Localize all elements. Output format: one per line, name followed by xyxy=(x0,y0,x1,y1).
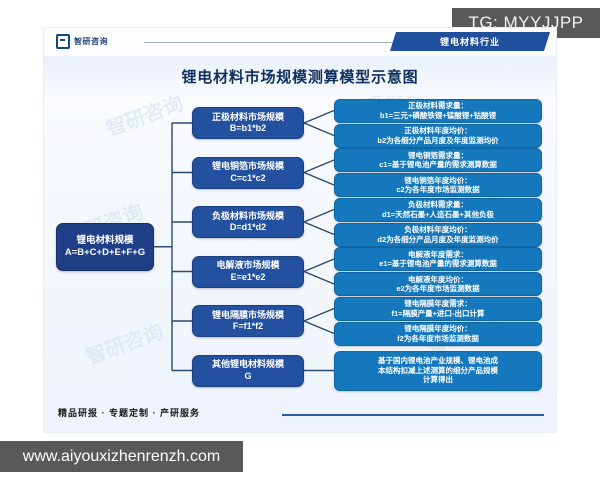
branch-node-3-line-2: D=d1*d2 xyxy=(229,222,267,232)
leaf-node-4-1-line-2: e1=基于锂电池产量的需求测算数据 xyxy=(379,259,497,268)
leaf-node-4-2-line-1: 电解液年度均价： xyxy=(408,274,468,284)
leaf-node-4-1-line-1: 电解液年度需求： xyxy=(408,249,468,259)
leaf-node-2-1-line-2: c1=基于锂电池产量的需求测算数据 xyxy=(379,160,497,169)
card-footer: 精品研报 · 专题定制 · 产研服务 xyxy=(44,396,556,432)
root-node-line-2: A=B+C+D+E+F+G xyxy=(64,246,146,258)
leaf-node-3-2-line-2: d2为各细分产品月度及年度监测均价 xyxy=(377,234,499,244)
leaf-node-2-2-line-2: c2为各年度市场监测数据 xyxy=(396,185,480,194)
leaf-node-4-2: 电解液年度均价：e2为各年度市场监测数据 xyxy=(334,272,542,296)
branch-node-4-line-1: 电解液市场规模 xyxy=(216,260,280,271)
leaf-node-5-2-line-2: f2为各年度市场监测数据 xyxy=(397,333,479,343)
leaf-node-6-1: 基于国内锂电池产业规模、锂电池成本结构扣减上述测算的细分产品规模计算得出 xyxy=(334,350,542,391)
leaf-node-1-2-line-2: b2为各细分产品月度及年度监测均价 xyxy=(377,135,499,145)
leaf-node-2-2-line-1: 锂电铜箔年度均价： xyxy=(404,175,472,185)
brand-logo[interactable]: 智研咨询 xyxy=(56,34,108,49)
leaf-node-2-2: 锂电铜箔年度均价：c2为各年度市场监测数据 xyxy=(334,173,542,197)
branch-node-6-line-1: 其他锂电材料规模 xyxy=(211,359,284,370)
leaf-node-4-2-line-2: e2为各年度市场监测数据 xyxy=(396,284,480,293)
leaf-node-6-1-line-1: 基于国内锂电池产业规模、锂电池成 xyxy=(378,356,498,366)
leaf-node-5-2: 锂电隔膜年度均价：f2为各年度市场监测数据 xyxy=(334,321,542,346)
card-header: 智研咨询 锂电材料行业 xyxy=(44,28,556,56)
leaf-node-1-1-line-2: b1=三元+磷酸铁锂+锰酸锂+钴酸锂 xyxy=(379,110,497,120)
leaf-node-2-1: 锂电铜箔需求量：c1=基于锂电池产量的需求测算数据 xyxy=(334,148,542,172)
connector-lines xyxy=(154,109,335,372)
branch-node-1-line-2: B=b1*b2 xyxy=(229,123,267,133)
leaf-node-1-1: 正极材料需求量：b1=三元+磷酸铁锂+锰酸锂+钴酸锂 xyxy=(334,98,542,123)
leaf-node-1-2: 正极材料年度均价：b2为各细分产品月度及年度监测均价 xyxy=(334,123,542,148)
root-node-line-1: 锂电材料规模 xyxy=(76,234,134,246)
leaf-node-3-1: 负极材料需求量：d1=天然石墨+人造石墨+其他负极 xyxy=(334,197,542,222)
branch-node-2-line-1: 锂电铜箔市场规模 xyxy=(211,161,284,172)
logo-mark-icon xyxy=(56,34,70,49)
industry-banner: 锂电材料行业 xyxy=(390,32,550,51)
chart-title: 锂电材料市场规模测算模型示意图 xyxy=(181,68,419,86)
leaf-node-5-1-line-2: f1=隔膜产量+进口-出口计算 xyxy=(391,308,485,318)
branch-node-1-line-1: 正极材料市场规模 xyxy=(211,111,284,122)
leaf-node-6-1-line-2: 本结构扣减上述测算的细分产品规模 xyxy=(378,365,498,375)
branch-node-4-line-2: E=e1*e2 xyxy=(230,271,266,282)
leaf-node-3-2-line-1: 负极材料年度均价： xyxy=(404,225,472,235)
logo-text: 智研咨询 xyxy=(74,37,108,46)
infographic-card: 智研咨询 智研咨询 智研咨询 智研咨询 智研咨询 智研咨询 智研咨询 锂电材料行… xyxy=(44,28,556,432)
leaf-node-1-1-line-1: 正极材料需求量： xyxy=(408,101,468,111)
footer-divider xyxy=(282,414,544,416)
branch-node-3-line-1: 负极材料市场规模 xyxy=(211,210,284,221)
leaf-node-3-2: 负极材料年度均价：d2为各细分产品月度及年度监测均价 xyxy=(334,222,542,247)
leaf-node-4-1: 电解液年度需求：e1=基于锂电池产量的需求测算数据 xyxy=(334,247,542,271)
branch-node-6-line-2: G xyxy=(244,370,252,381)
branch-node-5-line-2: F=f1*f2 xyxy=(232,321,264,331)
leaf-node-3-1-line-2: d1=天然石墨+人造石墨+其他负极 xyxy=(382,209,494,219)
leaf-node-5-1: 锂电隔膜年度需求：f1=隔膜产量+进口-出口计算 xyxy=(334,296,542,321)
leaf-node-5-2-line-1: 锂电隔膜年度均价： xyxy=(404,324,472,334)
leaf-node-2-1-line-1: 锂电铜箔需求量： xyxy=(408,150,468,160)
leaf-node-1-2-line-1: 正极材料年度均价： xyxy=(404,126,472,136)
header-divider xyxy=(144,42,394,43)
leaf-node-5-1-line-1: 锂电隔膜年度需求： xyxy=(404,299,472,309)
footer-tagline: 精品研报 · 专题定制 · 产研服务 xyxy=(58,408,200,418)
branch-node-2-line-2: C=c1*c2 xyxy=(230,172,266,183)
leaf-node-6-1-line-3: 计算得出 xyxy=(423,375,453,385)
title-band: 锂电材料市场规模测算模型示意图 xyxy=(44,56,556,96)
url-watermark-badge: www.aiyouxizhenrenzh.com xyxy=(0,441,243,472)
branch-node-5-line-1: 锂电隔膜市场规模 xyxy=(211,309,284,320)
leaf-node-3-1-line-1: 负极材料需求量： xyxy=(408,200,468,210)
